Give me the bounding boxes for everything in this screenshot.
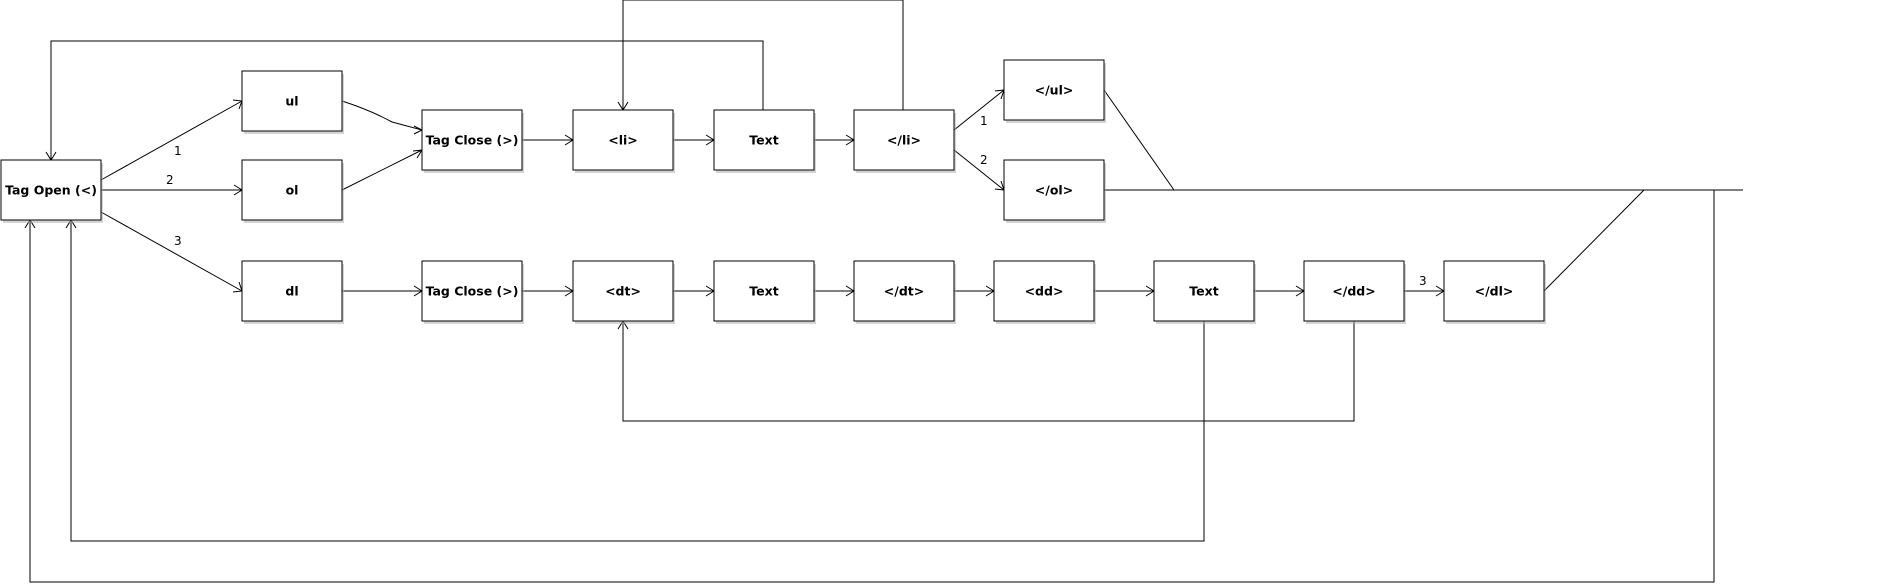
edge-tagopen-ul	[100, 100, 243, 181]
node-tag-close-list-label: Tag Close (>)	[426, 133, 519, 148]
node-tag-open: Tag Open (<)	[0, 159, 103, 223]
node-ul: ul	[241, 70, 344, 134]
edges	[24, 0, 1743, 583]
node-dd-text-label: Text	[1189, 284, 1218, 299]
edge-liclose-ulclose	[953, 89, 1005, 131]
edge-tagopen-dl	[100, 211, 243, 292]
node-ul-close: </ul>	[1003, 59, 1106, 123]
node-ul-close-label: </ul>	[1035, 83, 1074, 98]
node-dd-open: <dd>	[993, 260, 1096, 324]
edge-liclose-olclose	[953, 149, 1005, 191]
edge-ddtext-loop-tagopen	[70, 220, 1205, 542]
node-dt-close-label: </dt>	[884, 284, 924, 299]
node-li-open-label: <li>	[608, 133, 638, 148]
node-dl-close: </dl>	[1443, 260, 1546, 324]
edge-label-dd-to-dlclose: 3	[1419, 274, 1427, 288]
node-ol-label: ol	[286, 183, 299, 198]
node-ol-close: </ol>	[1003, 159, 1106, 223]
node-dd-text: Text	[1153, 260, 1256, 324]
node-dl-close-label: </dl>	[1475, 284, 1514, 299]
node-dt-text: Text	[713, 260, 816, 324]
node-ul-label: ul	[285, 94, 298, 109]
node-dt-text-label: Text	[749, 284, 778, 299]
node-dt-close: </dt>	[853, 260, 956, 324]
node-dd-close: </dd>	[1303, 260, 1406, 324]
node-dd-close-label: </dd>	[1332, 284, 1375, 299]
edge-litext-loop-tagopen	[50, 40, 764, 160]
edge-label-to-ul: 1	[174, 144, 182, 158]
node-dl: dl	[241, 260, 344, 324]
node-ol: ol	[241, 159, 344, 223]
node-tag-close-dl-label: Tag Close (>)	[426, 284, 519, 299]
edge-liclose-loop-li	[622, 0, 904, 110]
node-tag-close-dl: Tag Close (>)	[421, 260, 524, 324]
edge-labels: 1 2 3 1 2 3	[166, 114, 1427, 288]
edge-label-to-ol: 2	[166, 173, 174, 187]
edge-ddclose-loop-dt	[622, 321, 1355, 422]
edge-label-to-dl: 3	[174, 234, 182, 248]
arrowhead-ul	[232, 99, 243, 110]
edge-return-tagopen	[29, 190, 1715, 583]
edge-label-li-to-ulclose: 1	[980, 114, 988, 128]
node-tag-close-list: Tag Close (>)	[421, 109, 524, 173]
nodes: Tag Open (<) ul ol dl Tag Close (>)	[0, 59, 1546, 324]
node-li-text-label: Text	[749, 133, 778, 148]
edge-ul-tagclose	[341, 100, 423, 131]
node-li-text: Text	[713, 109, 816, 173]
node-dd-open-label: <dd>	[1025, 284, 1064, 299]
edge-ol-tagclose	[341, 149, 423, 191]
node-dt-open-label: <dt>	[605, 284, 641, 299]
node-li-open: <li>	[572, 109, 675, 173]
node-tag-open-label: Tag Open (<)	[5, 183, 97, 198]
edge-label-li-to-olclose: 2	[980, 153, 988, 167]
node-li-close: </li>	[853, 109, 956, 173]
edge-dlclose-merge	[1543, 189, 1645, 292]
node-dt-open: <dt>	[572, 260, 675, 324]
node-dl-label: dl	[285, 284, 298, 299]
edge-ulclose-merge	[1103, 89, 1175, 191]
node-li-close-label: </li>	[887, 133, 921, 148]
node-ol-close-label: </ol>	[1035, 183, 1073, 198]
